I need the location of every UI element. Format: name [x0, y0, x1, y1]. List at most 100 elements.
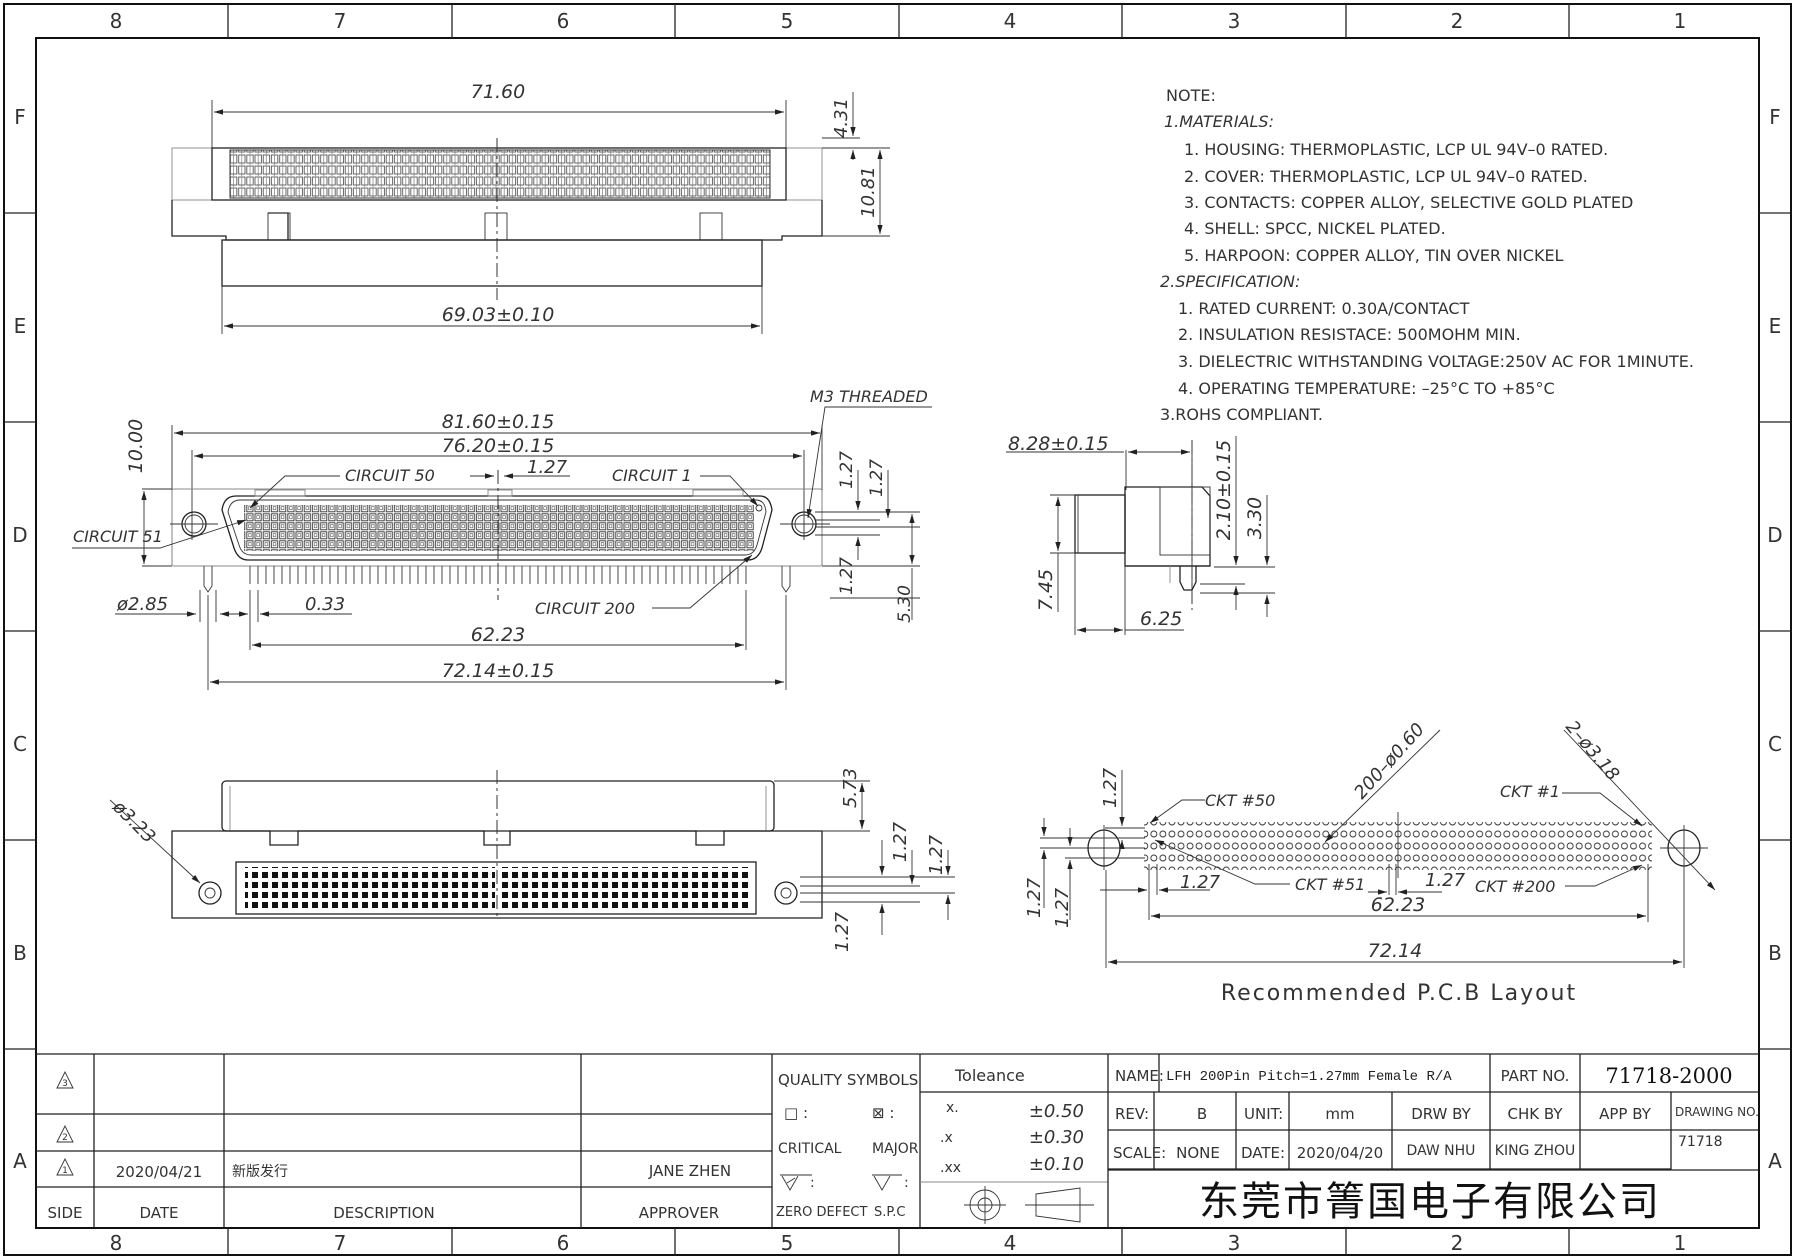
col-label: 7 — [334, 9, 347, 33]
row-label: F — [14, 105, 26, 129]
rohs-note: 3.ROHS COMPLIANT. — [1160, 405, 1323, 424]
name-label: NAME: — [1115, 1067, 1164, 1085]
drawing-frame: 8 7 6 5 4 3 2 1 8 7 6 5 4 3 2 1 F E D C … — [3, 3, 1792, 1256]
rev-side: 2 — [62, 1133, 68, 1143]
dim-3: 7.45 — [1035, 569, 1057, 611]
dim-total: 72.14 — [1368, 940, 1422, 962]
label-ckt50: CKT #50 — [1205, 791, 1275, 810]
spc-colon: : — [904, 1175, 909, 1191]
col-label: 1 — [1674, 9, 1687, 33]
row-label: C — [13, 732, 27, 756]
pcb-layout: 1.27 1.27 1.27 1.27 1.27 62.23 72.14 CKT… — [1024, 717, 1716, 1006]
title-block: NAME: LFH 200Pin Pitch=1.27mm Female R/A… — [1108, 1054, 1759, 1225]
spec-heading: 2.SPECIFICATION: — [1160, 272, 1300, 291]
dim-mount: 76.20±0.15 — [442, 435, 555, 457]
revision-row-1: 1 2020/04/21 新版发行 JANE ZHEN — [56, 1157, 731, 1181]
projection-symbol-icon — [964, 1186, 1094, 1224]
col-label: 1 — [1674, 1231, 1687, 1255]
col-label: 8 — [110, 9, 123, 33]
dim-pins: 62.23 — [1371, 894, 1425, 916]
col-label: 8 — [110, 1231, 123, 1255]
dim-v3: 1.27 — [1052, 887, 1073, 928]
materials-heading: 1.MATERIALS: — [1164, 112, 1274, 131]
dim-right-4: 5.30 — [895, 585, 915, 623]
label-mount-holes: 2–ø3.18 — [1561, 717, 1623, 785]
dim-depth: 8.28±0.15 — [1008, 433, 1109, 455]
top-view: 71.60 4.31 10.81 69.03±0.10 — [171, 81, 890, 334]
tolerance-title: Toleance — [954, 1066, 1025, 1085]
tol-key: x. — [946, 1100, 959, 1116]
dim-height: 10.00 — [125, 419, 147, 473]
header-description: DESCRIPTION — [333, 1204, 435, 1222]
col-label: 5 — [781, 1231, 794, 1255]
part-no-value: 71718-2000 — [1605, 1064, 1732, 1088]
dim-1: 5.73 — [840, 768, 861, 808]
tol-key: .x — [940, 1130, 953, 1146]
date-label: DATE: — [1241, 1144, 1285, 1162]
scale-value: NONE — [1176, 1144, 1220, 1162]
rev-approver: JANE ZHEN — [648, 1162, 731, 1180]
major-label: MAJOR — [872, 1141, 919, 1157]
rev-value: B — [1197, 1105, 1207, 1123]
dim-3: 1.27 — [926, 834, 947, 875]
rev-description: 新版发行 — [232, 1164, 288, 1180]
spec-item: 3. DIELECTRIC WITHSTANDING VOLTAGE:250V … — [1178, 352, 1694, 371]
material-item: 3. CONTACTS: COPPER ALLOY, SELECTIVE GOL… — [1184, 193, 1633, 212]
rev-label: REV: — [1115, 1105, 1149, 1123]
chk-by-value: KING ZHOU — [1495, 1143, 1575, 1159]
zero-defect-label: ZERO DEFECT — [776, 1205, 868, 1220]
material-item: 5. HARPOON: COPPER ALLOY, TIN OVER NICKE… — [1184, 246, 1564, 265]
front-view: 81.60±0.15 76.20±0.15 10.00 — [72, 387, 932, 690]
row-label: E — [1769, 314, 1782, 338]
row-label: B — [1768, 941, 1782, 965]
part-no-label: PART NO. — [1501, 1067, 1570, 1085]
label-holes: 200–ø0.60 — [1350, 719, 1429, 803]
material-item: 2. COVER: THERMOPLASTIC, LCP UL 94V–0 RA… — [1184, 167, 1588, 186]
row-label: D — [1767, 523, 1782, 547]
name-value: LFH 200Pin Pitch=1.27mm Female R/A — [1166, 1069, 1452, 1085]
dim-pin: 0.33 — [305, 594, 345, 615]
pcb-layout-title: Recommended P.C.B Layout — [1221, 981, 1577, 1006]
revision-header: SIDE DATE DESCRIPTION APPROVER — [48, 1204, 720, 1222]
spc-label: S.P.C — [874, 1205, 905, 1220]
tol-value: ±0.50 — [1029, 1101, 1084, 1122]
rev-date: 2020/04/21 — [116, 1163, 202, 1181]
dim-right-1: 1.27 — [837, 451, 857, 489]
label-circuit-1: CIRCUIT 1 — [612, 466, 692, 485]
spec-item: 1. RATED CURRENT: 0.30A/CONTACT — [1178, 299, 1470, 318]
header-approver: APPROVER — [639, 1204, 719, 1222]
quality-symbols: QUALITY SYMBOLS □ : ⊠ : CRITICAL MAJOR :… — [776, 1054, 921, 1228]
critical-symbol: □ : — [784, 1104, 808, 1122]
header-side: SIDE — [48, 1204, 83, 1222]
dim-2: 1.27 — [890, 821, 911, 862]
critical-label: CRITICAL — [778, 1141, 842, 1157]
side-view: 8.28±0.15 7.45 6.25 2.10±0.15 3.30 — [1006, 433, 1275, 635]
label-ckt51: CKT #51 — [1295, 875, 1365, 894]
label-m3-threaded: M3 THREADED — [810, 387, 928, 406]
col-label: 2 — [1451, 1231, 1464, 1255]
col-label: 4 — [1004, 9, 1017, 33]
dim-pitch-b: 1.27 — [1425, 870, 1466, 891]
dim-right-2: 1.27 — [867, 459, 887, 497]
chk-by-label: CHK BY — [1508, 1105, 1564, 1123]
label-ckt200: CKT #200 — [1475, 877, 1555, 896]
label-ckt1: CKT #1 — [1500, 782, 1560, 801]
drawing-no-value: 71718 — [1678, 1134, 1723, 1150]
material-item: 4. SHELL: SPCC, NICKEL PLATED. — [1184, 219, 1446, 238]
label-circuit-200: CIRCUIT 200 — [535, 599, 635, 618]
company-name: 东莞市箐国电子有限公司 — [1199, 1179, 1661, 1225]
unit-value: mm — [1325, 1105, 1354, 1123]
notes: NOTE: 1.MATERIALS: 1. HOUSING: THERMOPLA… — [1160, 86, 1694, 424]
quality-title: QUALITY SYMBOLS — [778, 1071, 918, 1089]
label-circuit-51: CIRCUIT 51 — [73, 527, 163, 546]
dim-height-1: 4.31 — [831, 98, 852, 138]
col-label: 2 — [1451, 9, 1464, 33]
row-label: B — [13, 941, 27, 965]
drw-by-value: DAW NHU — [1407, 1143, 1476, 1159]
dim-1: 2.10±0.15 — [1213, 440, 1235, 541]
dim-overall: 81.60±0.15 — [442, 411, 555, 433]
rev-side: 3 — [62, 1079, 68, 1089]
col-label: 7 — [334, 1231, 347, 1255]
label-circuit-50: CIRCUIT 50 — [345, 466, 435, 485]
